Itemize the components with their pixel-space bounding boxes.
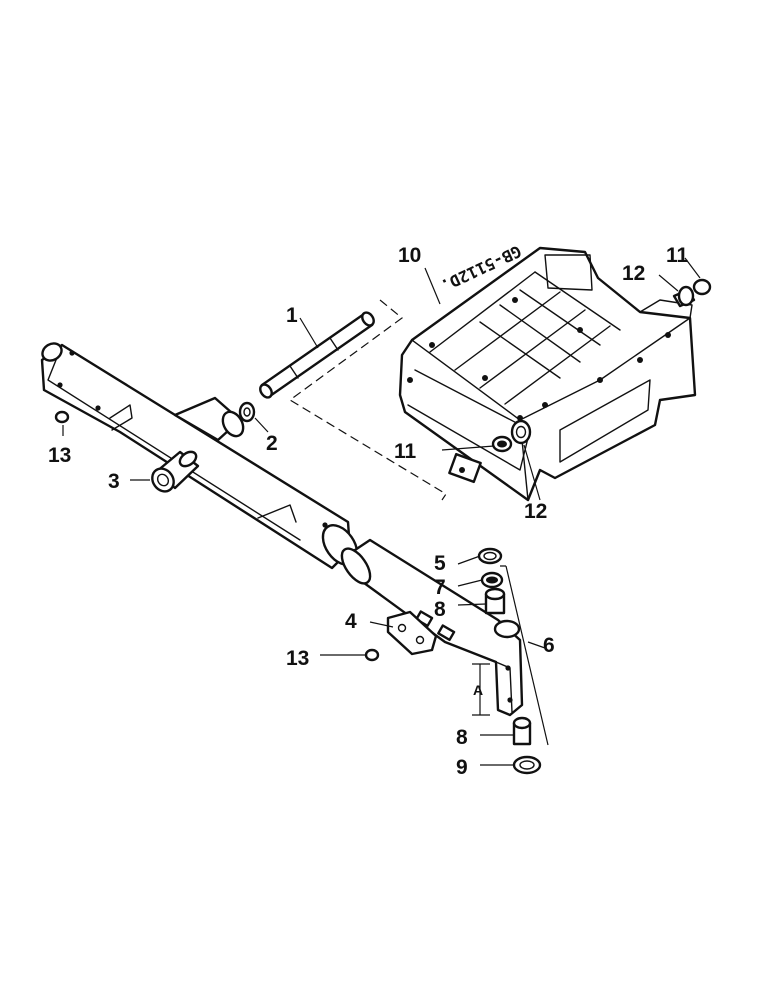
plate-part-4 <box>386 610 438 656</box>
callout-11-right: 11 <box>666 244 689 267</box>
plug-part-11-right <box>692 278 712 296</box>
nut-part-13-left <box>54 410 70 424</box>
alignment-dashed-line <box>288 299 447 501</box>
callout-3: 3 <box>108 470 120 493</box>
callout-13-right: 13 <box>286 647 309 670</box>
callout-10: 10 <box>398 244 421 267</box>
housing-part-10 <box>398 246 697 502</box>
callout-8-lower: 8 <box>456 726 468 749</box>
bushing-part-3 <box>151 450 200 493</box>
callout-6: 6 <box>543 634 555 657</box>
nut-part-13-right <box>364 648 380 662</box>
seal-part-7 <box>480 571 504 589</box>
callout-4: 4 <box>345 610 357 633</box>
plug-part-11-center <box>491 435 513 453</box>
bushing-part-8-lower <box>512 716 532 746</box>
washer-part-2 <box>238 401 256 423</box>
seal-part-5 <box>477 547 503 565</box>
callout-2: 2 <box>266 432 278 455</box>
callout-13-left: 13 <box>48 444 71 467</box>
bushing-part-12-right <box>672 285 696 308</box>
bushing-part-12-center <box>510 419 532 445</box>
callout-12-center: 12 <box>524 500 547 523</box>
callout-5: 5 <box>434 552 446 575</box>
extension-tube-part-6 <box>340 538 524 717</box>
callout-8-upper: 8 <box>434 598 446 621</box>
callout-1: 1 <box>286 304 298 327</box>
callout-7: 7 <box>434 576 446 599</box>
seal-part-9 <box>512 755 542 775</box>
callout-12-right: 12 <box>622 262 645 285</box>
leader-lines <box>62 257 701 766</box>
callout-11-center: 11 <box>394 440 417 463</box>
dimension-label-a: A <box>473 682 483 698</box>
axle-beam <box>40 342 359 570</box>
callout-9: 9 <box>456 756 468 779</box>
bushing-part-8-upper <box>484 587 506 615</box>
shaft-part-1 <box>259 311 375 399</box>
